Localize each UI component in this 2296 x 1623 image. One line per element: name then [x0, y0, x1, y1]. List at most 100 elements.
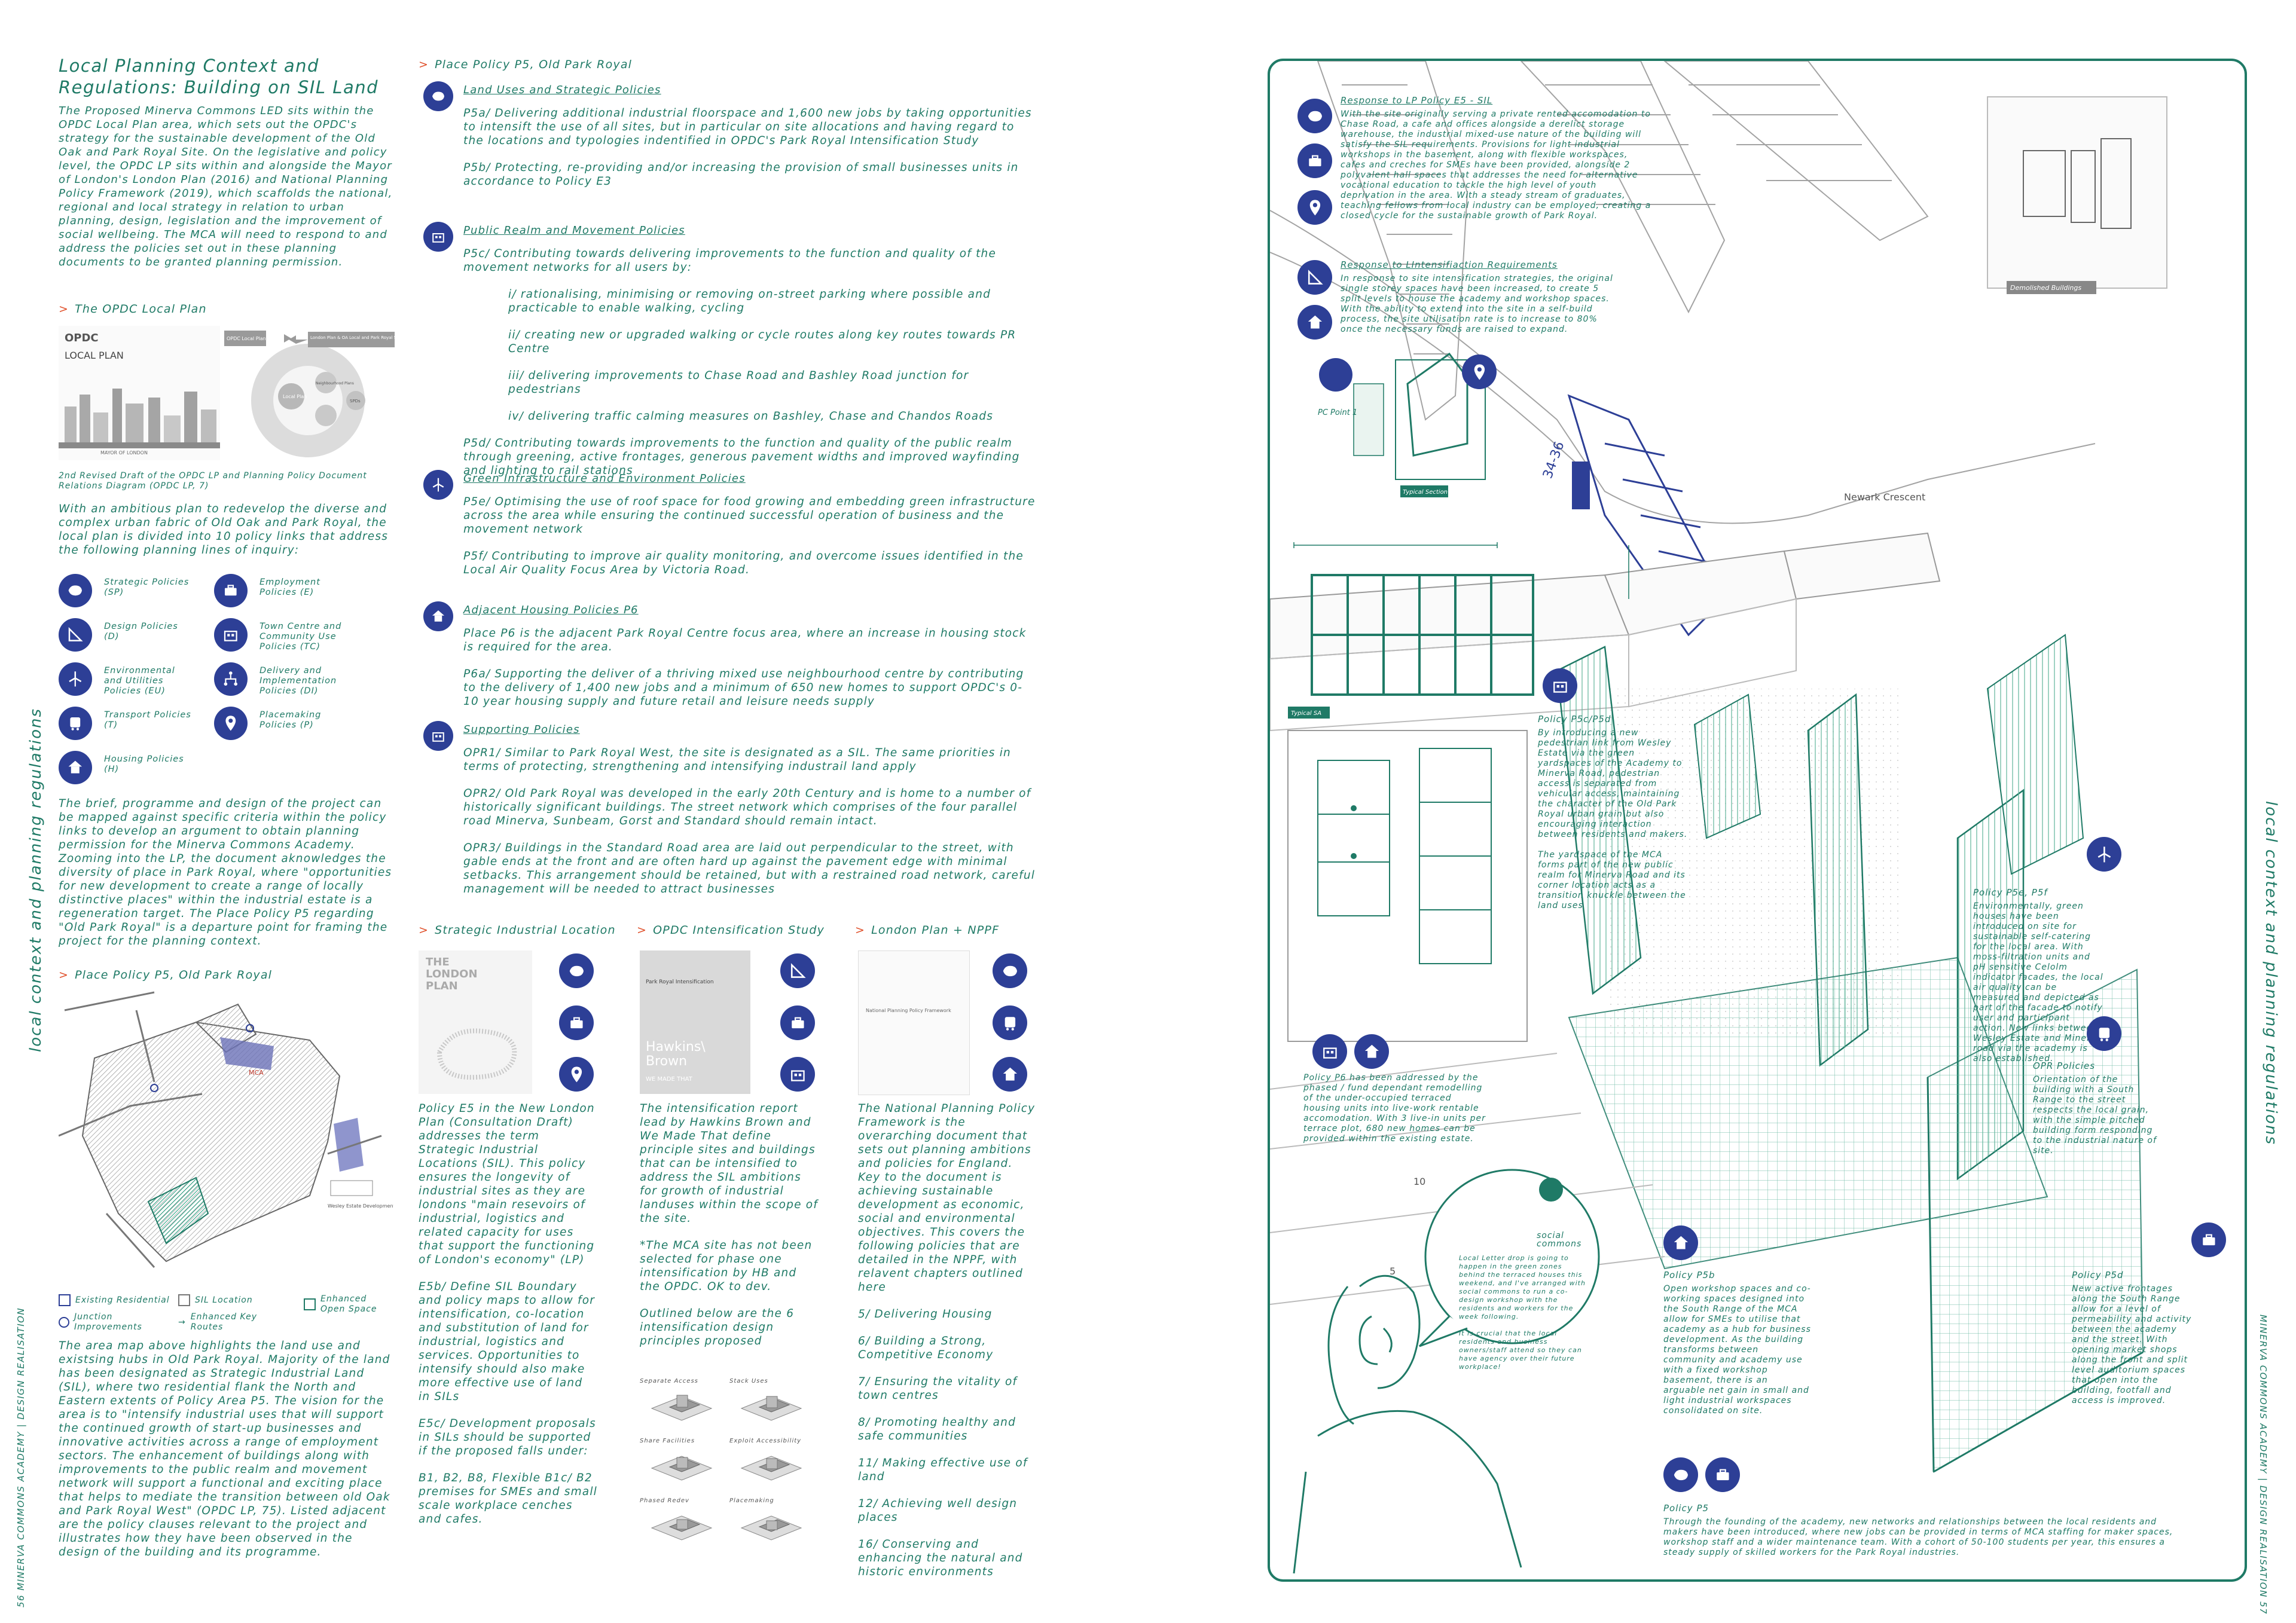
map-heading: >Place Policy P5, Old Park Royal: [59, 968, 273, 982]
principle-diagram: Exploit Accessibility: [729, 1438, 813, 1494]
svg-text:MCA: MCA: [249, 1069, 264, 1077]
ann-p6: Policy P6 has been addressed by the phas…: [1303, 1073, 1486, 1144]
section-body: P5a/ Delivering additional industrial fl…: [463, 106, 1037, 201]
bus-icon: [993, 1005, 1027, 1040]
policy-label: Strategic Policies (SP): [104, 577, 190, 597]
axonometric-drawing: Demolished Buildings Typical Section PC …: [1270, 61, 2167, 1574]
nppf-text: The National Planning Policy Framework i…: [858, 1102, 1037, 1592]
legend-open-space: Enhanced Open Space: [304, 1294, 393, 1315]
policy-clause: OPR1/ Similar to Park Royal West, the si…: [463, 747, 1011, 773]
opdc-caption: 2nd Revised Draft of the OPDC LP and Pla…: [59, 471, 367, 491]
opdc-heading: >The OPDC Local Plan: [59, 302, 207, 316]
ann-p5d: Policy P5d New active frontages along th…: [2072, 1270, 2192, 1406]
location-pin-icon: [214, 707, 248, 740]
policy-clause: P5f/ Contributing to improve air quality…: [463, 550, 1024, 576]
town-centre-icon: [1543, 668, 1577, 703]
svg-text:5: 5: [1390, 1266, 1396, 1277]
brief-text: The brief, programme and design of the p…: [59, 797, 392, 947]
ann-p5e: Policy P5e, P5f Environmentally, green h…: [1973, 887, 2103, 1064]
employment-icon: [1705, 1457, 1740, 1492]
legend-sil: SIL Location: [178, 1294, 253, 1306]
housing-icon: [59, 751, 92, 784]
svg-text:Typical SA: Typical SA: [1291, 710, 1321, 717]
intensification-cover: Park Royal Intensification Hawkins\ Brow…: [640, 950, 750, 1094]
section-body: P5c/ Contributing towards delivering imp…: [463, 247, 1037, 491]
london-map-icon: [59, 574, 92, 607]
sil-text: Policy E5 in the New London Plan (Consul…: [419, 1102, 598, 1539]
column-paragraph: The intensification report lead by Hawki…: [640, 1102, 819, 1225]
location-pin-icon: [1462, 354, 1497, 389]
location-pin-icon: [559, 1057, 594, 1092]
left-footer: 56 MINERVA COMMONS ACADEMY | DESIGN REAL…: [16, 1307, 26, 1607]
policy-clause: P5a/ Delivering additional industrial fl…: [463, 107, 1032, 147]
svg-text:PC Point 1: PC Point 1: [1318, 408, 1357, 417]
policy-clause: P5e/ Optimising the use of roof space fo…: [463, 496, 1036, 536]
map-legend: Existing Residential SIL Location Enhanc…: [59, 1294, 393, 1336]
policy-clause: P5d/ Contributing towards improvements t…: [463, 437, 1020, 477]
left-side-label: local context and planning regulations: [27, 707, 45, 1052]
intro-text: The Proposed Minerva Commons LED sits wi…: [59, 105, 393, 268]
policy-subclause: iv/ delivering traffic calming measures …: [508, 410, 994, 423]
section-body: OPR1/ Similar to Park Royal West, the si…: [463, 746, 1037, 909]
principle-diagram: Phased Redev: [640, 1497, 723, 1554]
section-title: Supporting Policies: [463, 723, 580, 736]
housing-icon: [993, 1057, 1027, 1092]
section-body: P5e/ Optimising the use of roof space fo…: [463, 495, 1037, 590]
svg-text:Newark Crescent: Newark Crescent: [1844, 491, 1925, 503]
ann-e5: Response to LP Policy E5 - SIL With the …: [1341, 95, 1651, 221]
set-square-icon: [780, 953, 815, 988]
bus-icon: [2087, 1016, 2121, 1051]
principle-diagram: Stack Uses: [729, 1378, 813, 1435]
london-map-icon-2: [993, 953, 1027, 988]
sil-heading: >Strategic Industrial Location: [419, 924, 616, 937]
policy-label: Transport Policies (T): [104, 710, 191, 730]
town-centre-icon: [423, 721, 453, 751]
section-title: Adjacent Housing Policies P6: [463, 604, 639, 616]
policy-label: Employment Policies (E): [259, 577, 320, 597]
svg-text:Demolished Buildings: Demolished Buildings: [2010, 284, 2081, 292]
policy-label: Design Policies (D): [104, 622, 178, 641]
svg-text:Wesley Estate Development: Wesley Estate Development: [328, 1203, 393, 1209]
right-footer: MINERVA COMMONS ACADEMY | DESIGN REALISA…: [2258, 1315, 2268, 1615]
principle-diagram: Share Facilities: [640, 1438, 723, 1494]
column-paragraph: Policy E5 in the New London Plan (Consul…: [419, 1102, 595, 1266]
ann-p5: Policy P5 Through the founding of the ac…: [1663, 1503, 2173, 1558]
intens-heading: >OPDC Intensification Study: [637, 924, 825, 937]
policy-label: Delivery and Implementation Policies (DI…: [259, 666, 337, 696]
ann-opr: OPR Policies Orientation of the building…: [2033, 1060, 2157, 1156]
intensification-text: The intensification report lead by Hawki…: [640, 1102, 819, 1361]
set-square-icon: [59, 618, 92, 652]
policy-relations-diagram: OPDC Local Plan London Plan & OA Local a…: [224, 331, 395, 457]
town-centre-icon: [780, 1057, 815, 1092]
london-map-icon: [423, 81, 453, 111]
section-body: Place P6 is the adjacent Park Royal Cent…: [463, 626, 1037, 722]
employment-icon: [1297, 143, 1332, 178]
town-centre-icon: [423, 222, 453, 252]
employment-icon-2: [780, 1005, 815, 1040]
column-paragraph: E5b/ Define SIL Boundary and policy maps…: [419, 1280, 596, 1403]
svg-text:London Plan & OA Local and Par: London Plan & OA Local and Park Royal SP…: [310, 335, 395, 340]
nppf-cover: National Planning Policy Framework: [858, 950, 970, 1095]
svg-text:Local Plan: Local Plan: [283, 394, 307, 399]
policy-subclause: ii/ creating new or upgraded walking or …: [508, 329, 1016, 355]
employment-icon: [559, 1005, 594, 1040]
town-centre-icon: [1312, 1034, 1347, 1069]
legend-junction: Junction Improvements: [59, 1312, 160, 1332]
svg-text:10: 10: [1413, 1176, 1425, 1187]
london-map-icon: [1297, 99, 1332, 133]
policy-icons-grid: Strategic Policies (SP) Employment Polici…: [59, 574, 393, 789]
right-side-label: local context and planning regulations: [2262, 801, 2280, 1146]
drawing-frame: [1268, 59, 2247, 1582]
ann-p5b: Policy P5b Open workshop spaces and co-w…: [1663, 1270, 1811, 1416]
svg-text:Neighbourhood Plans: Neighbourhood Plans: [316, 381, 354, 386]
policy-subclause: i/ rationalising, minimising or removing…: [508, 288, 991, 314]
policy-clause: P5c/ Contributing towards delivering imp…: [463, 247, 997, 274]
page-title: Local Planning Context and Regulations: …: [59, 56, 379, 97]
svg-text:34-36: 34-36: [1540, 439, 1567, 481]
employment-icon: [2191, 1222, 2226, 1257]
column-paragraph: 16/ Conserving and enhancing the natural…: [858, 1538, 1023, 1578]
wind-turbine-icon: [59, 662, 92, 696]
london-map-icon: [1663, 1457, 1698, 1492]
policy-clause: P6a/ Supporting the deliver of a thrivin…: [463, 668, 1024, 708]
